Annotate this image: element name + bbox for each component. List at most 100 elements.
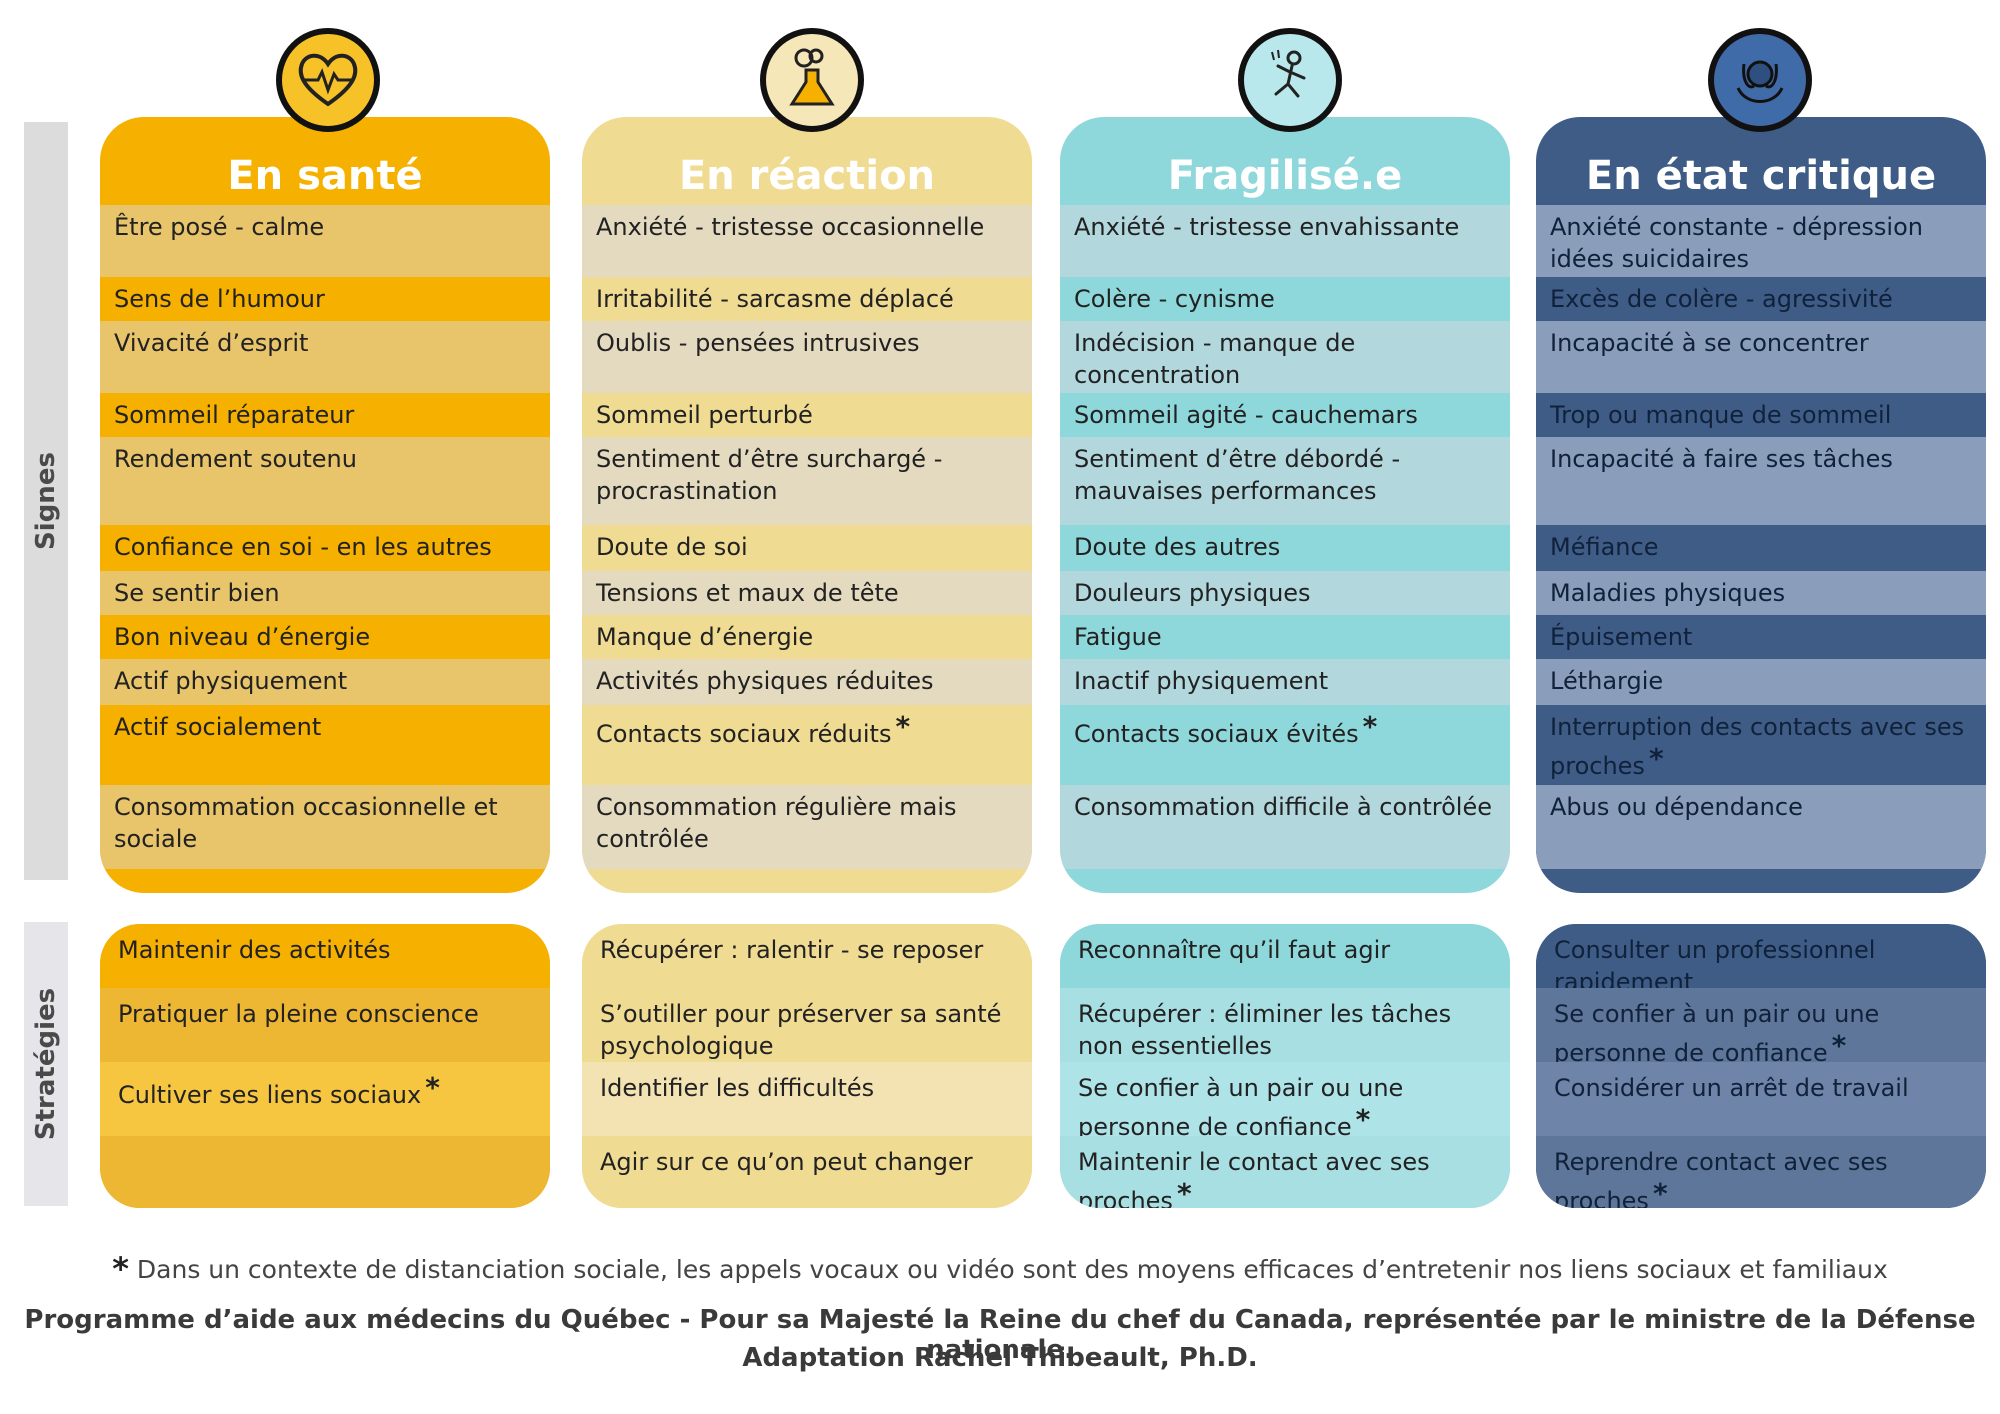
strategy-item: Reconnaître qu’il faut agir <box>1060 924 1510 988</box>
sign-item: Trop ou manque de sommeil <box>1536 393 1986 437</box>
sign-item: Bon niveau d’énergie <box>100 615 550 659</box>
sign-item: Contacts sociaux réduits* <box>582 705 1032 785</box>
strategies-label: Stratégies <box>31 987 61 1141</box>
sign-item: Rendement soutenu <box>100 437 550 525</box>
sign-text: Sentiment d’être surchargé - procrastina… <box>596 445 943 505</box>
sign-text: Abus ou dépendance <box>1550 793 1803 821</box>
sign-text: Incapacité à se concentrer <box>1550 329 1869 357</box>
column-title: Fragilisé.e <box>1167 153 1403 199</box>
sign-text: Sentiment d’être débordé - mauvaises per… <box>1074 445 1401 505</box>
sign-item: Anxiété - tristesse envahissante <box>1060 205 1510 277</box>
sign-text: Se sentir bien <box>114 579 280 607</box>
sign-text: Trop ou manque de sommeil <box>1550 401 1892 429</box>
strategy-item <box>100 1136 550 1208</box>
strategy-text: Pratiquer la pleine conscience <box>118 1000 479 1028</box>
sign-text: Doute des autres <box>1074 533 1281 561</box>
strategy-text: Reconnaître qu’il faut agir <box>1078 936 1391 964</box>
sign-item: Confiance en soi - en les autres <box>100 525 550 571</box>
sign-text: Sommeil réparateur <box>114 401 355 429</box>
sign-text: Confiance en soi - en les autres <box>114 533 492 561</box>
strategy-item: Se confier à un pair ou une personne de … <box>1536 988 1986 1067</box>
credit-line-1: Programme d’aide aux médecins du Québec … <box>24 1305 1976 1365</box>
asterisk-marker: * <box>1176 1177 1192 1209</box>
sign-text: Oublis - pensées intrusives <box>596 329 920 357</box>
sign-item: Consommation régulière mais contrôlée <box>582 785 1032 869</box>
strategy-item: Récupérer : ralentir - se reposer <box>582 924 1032 988</box>
credit-line-2: Adaptation Rachel Thibeault, Ph.D. <box>742 1343 1258 1373</box>
sign-text: Léthargie <box>1550 667 1664 695</box>
sign-text: Consommation difficile à contrôlée <box>1074 793 1492 821</box>
sign-text: Consommation occasionnelle et sociale <box>114 793 498 853</box>
sign-item: Sommeil perturbé <box>582 393 1032 437</box>
strategy-item: Cultiver ses liens sociaux* <box>100 1062 550 1136</box>
sign-text: Sommeil perturbé <box>596 401 813 429</box>
asterisk-marker: * <box>895 710 911 743</box>
strategy-item: Identifier les difficultés <box>582 1062 1032 1136</box>
sign-item: Irritabilité - sarcasme déplacé <box>582 277 1032 321</box>
strategy-text: Identifier les difficultés <box>600 1074 875 1102</box>
sign-item: Se sentir bien <box>100 571 550 615</box>
sign-text: Irritabilité - sarcasme déplacé <box>596 285 954 313</box>
sign-item: Sommeil agité - cauchemars <box>1060 393 1510 437</box>
sign-text: Manque d’énergie <box>596 623 814 651</box>
sign-item: Méfiance <box>1536 525 1986 571</box>
flask-explosion-icon <box>760 28 864 132</box>
sign-item: Abus ou dépendance <box>1536 785 1986 869</box>
sign-item: Anxiété constante - dépression idées sui… <box>1536 205 1986 277</box>
sign-item: Contacts sociaux évités* <box>1060 705 1510 785</box>
sign-text: Anxiété - tristesse occasionnelle <box>596 213 985 241</box>
sign-text: Indécision - manque de concentration <box>1074 329 1356 389</box>
sign-item: Interruption des contacts avec ses proch… <box>1536 705 1986 785</box>
sign-item: Incapacité à faire ses tâches <box>1536 437 1986 525</box>
sign-item: Doute des autres <box>1060 525 1510 571</box>
sign-text: Activités physiques réduites <box>596 667 934 695</box>
strategy-item: Consulter un professionnel rapidement <box>1536 924 1986 996</box>
sign-text: Fatigue <box>1074 623 1162 651</box>
signs-label: Signes <box>31 452 61 550</box>
sign-text: Colère - cynisme <box>1074 285 1275 313</box>
sign-item: Maladies physiques <box>1536 571 1986 615</box>
sign-text: Vivacité d’esprit <box>114 329 309 357</box>
footnote: * Dans un contexte de distanciation soci… <box>0 1250 2000 1288</box>
sign-text: Consommation régulière mais contrôlée <box>596 793 957 853</box>
column-title: En état critique <box>1585 153 1937 199</box>
sign-item: Épuisement <box>1536 615 1986 659</box>
strategy-text: Se confier à un pair ou une personne de … <box>1078 1074 1404 1141</box>
strategy-item: Maintenir des activités <box>100 924 550 988</box>
strategies-side-bar: Stratégies <box>24 922 68 1206</box>
sign-text: Anxiété - tristesse envahissante <box>1074 213 1460 241</box>
sign-text: Excès de colère - agressivité <box>1550 285 1893 313</box>
sign-item: Sentiment d’être débordé - mauvaises per… <box>1060 437 1510 525</box>
sign-text: Anxiété constante - dépression idées sui… <box>1550 213 1923 273</box>
sign-text: Tensions et maux de tête <box>596 579 899 607</box>
strategy-text: Maintenir le contact avec ses proches <box>1078 1148 1430 1208</box>
footnote-asterisk: * <box>112 1250 129 1288</box>
sign-text: Doute de soi <box>596 533 748 561</box>
asterisk-marker: * <box>1648 742 1664 775</box>
strategy-text: Récupérer : éliminer les tâches non esse… <box>1078 1000 1452 1060</box>
strategy-item: Pratiquer la pleine conscience <box>100 988 550 1062</box>
sign-item: Actif socialement <box>100 705 550 785</box>
sign-item: Tensions et maux de tête <box>582 571 1032 615</box>
strategy-text: Se confier à un pair ou une personne de … <box>1554 1000 1880 1067</box>
sign-text: Épuisement <box>1550 623 1693 651</box>
sign-item: Doute de soi <box>582 525 1032 571</box>
sign-text: Contacts sociaux réduits <box>596 720 892 748</box>
strategy-text: Considérer un arrêt de travail <box>1554 1074 1909 1102</box>
sign-text: Contacts sociaux évités <box>1074 720 1359 748</box>
sign-item: Indécision - manque de concentration <box>1060 321 1510 393</box>
footnote-text: Dans un contexte de distanciation social… <box>136 1255 1888 1284</box>
sign-item: Douleurs physiques <box>1060 571 1510 615</box>
sign-item: Colère - cynisme <box>1060 277 1510 321</box>
sign-text: Inactif physiquement <box>1074 667 1329 695</box>
strategy-text: Maintenir des activités <box>118 936 391 964</box>
sign-item: Oublis - pensées intrusives <box>582 321 1032 393</box>
strategy-item: Reprendre contact avec ses proches* <box>1536 1136 1986 1208</box>
strategy-item: Agir sur ce qu’on peut changer <box>582 1136 1032 1208</box>
